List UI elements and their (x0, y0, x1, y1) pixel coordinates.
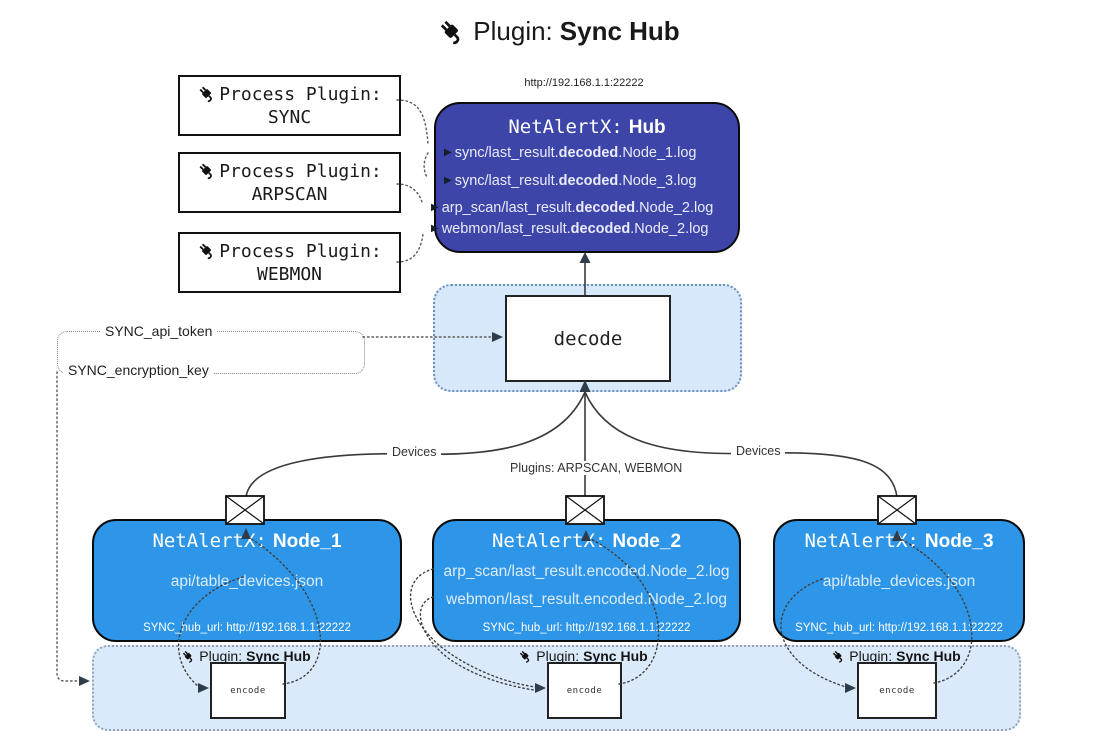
node-hub-url: SYNC_hub_url: http://192.168.1.1:22222 (143, 622, 351, 634)
entry-arrow-icon: ▶ (431, 223, 439, 234)
encode-box-1: encode (210, 662, 286, 719)
plug-icon (199, 243, 213, 260)
edge-settings-to-encode-panel (56, 371, 81, 682)
plugins-label: Plugins: ARPSCAN, WEBMON (505, 461, 682, 475)
entry-arrow-icon: ▶ (431, 202, 439, 213)
plug-icon (520, 650, 530, 663)
decode-label: decode (553, 327, 623, 350)
hub-url-label: http://192.168.1.1:22222 (524, 77, 644, 89)
decode-box: decode (505, 295, 671, 382)
process-plugin-box-arpscan: Process Plugin: ARPSCAN (178, 152, 401, 213)
process-plugin-name: WEBMON (256, 263, 323, 285)
node-file: arp_scan/last_result.encoded.Node_2.log (443, 563, 730, 580)
process-plugin-label: Process Plugin: (219, 160, 382, 182)
page-title-name: Sync Hub (559, 16, 680, 46)
encode-box-2: encode (547, 662, 622, 719)
node-title: NetAlertX:Node_1 (152, 530, 342, 552)
devices-label-right: Devices (731, 444, 786, 458)
process-plugin-name: ARPSCAN (251, 183, 328, 205)
node-hub-url: SYNC_hub_url: http://192.168.1.1:22222 (482, 622, 691, 634)
encode-box-3: encode (857, 662, 937, 719)
process-plugin-box-sync: Process Plugin: SYNC (178, 75, 401, 136)
sync-api-token-label: SYNC_api_token (100, 323, 218, 339)
node-hub-url: SYNC_hub_url: http://192.168.1.1:22222 (795, 622, 1003, 634)
hub-title-name: Hub (628, 117, 666, 138)
hub-entry: ▶ sync/last_result.decoded.Node_3.log (444, 173, 697, 189)
node-box-2: NetAlertX:Node_2 arp_scan/last_result.en… (432, 519, 741, 642)
envelope-icon (877, 495, 917, 530)
plug-icon (199, 163, 213, 180)
hub-box: NetAlertX:Hub ▶ sync/last_result.decoded… (431, 102, 740, 253)
node-title: NetAlertX:Node_3 (804, 530, 994, 552)
page-title: Plugin:Sync Hub (0, 16, 1117, 47)
edge-sync-to-hub-2 (423, 152, 429, 178)
arrowhead (579, 252, 591, 263)
process-plugin-label: Process Plugin: (219, 240, 382, 262)
encode-plugin-label-2: Plugin:Sync Hub (483, 648, 683, 664)
encode-plugin-label-3: Plugin:Sync Hub (796, 648, 996, 664)
plug-icon (441, 20, 460, 44)
process-plugin-label: Process Plugin: (219, 83, 382, 105)
sync-encryption-key-label: SYNC_encryption_key (63, 362, 214, 378)
edge-sync-to-hub (396, 99, 429, 146)
page-title-prefix: Plugin: (473, 16, 553, 46)
plug-icon (199, 86, 213, 103)
process-plugin-box-webmon: Process Plugin: WEBMON (178, 232, 401, 293)
hub-title-prefix: NetAlertX: (508, 116, 623, 138)
hub-title: NetAlertX:Hub (436, 116, 738, 139)
plug-icon (833, 650, 843, 663)
hub-entry: ▶ arp_scan/last_result.decoded.Node_2.lo… (431, 200, 714, 216)
node-box-3: NetAlertX:Node_3 api/table_devices.json … (773, 519, 1025, 642)
entry-arrow-icon: ▶ (444, 147, 452, 158)
hub-entry: ▶ sync/last_result.decoded.Node_1.log (444, 145, 697, 161)
devices-label-left: Devices (387, 445, 442, 459)
node-file: api/table_devices.json (170, 573, 324, 590)
plug-icon (183, 650, 193, 663)
page-title-text: Plugin:Sync Hub (473, 16, 679, 47)
arrowhead (79, 676, 90, 686)
encode-plugin-label-1: Plugin:Sync Hub (146, 648, 346, 664)
envelope-icon (225, 495, 265, 530)
entry-arrow-icon: ▶ (444, 175, 452, 186)
hub-entry: ▶ webmon/last_result.decoded.Node_2.log (431, 221, 709, 237)
node-box-1: NetAlertX:Node_1 api/table_devices.json … (92, 519, 402, 642)
node-title: NetAlertX:Node_2 (491, 530, 682, 552)
node-file: webmon/last_result.encoded.Node_2.log (446, 591, 727, 608)
node-file: api/table_devices.json (822, 573, 976, 590)
envelope-icon (565, 495, 605, 530)
process-plugin-name: SYNC (267, 106, 312, 128)
